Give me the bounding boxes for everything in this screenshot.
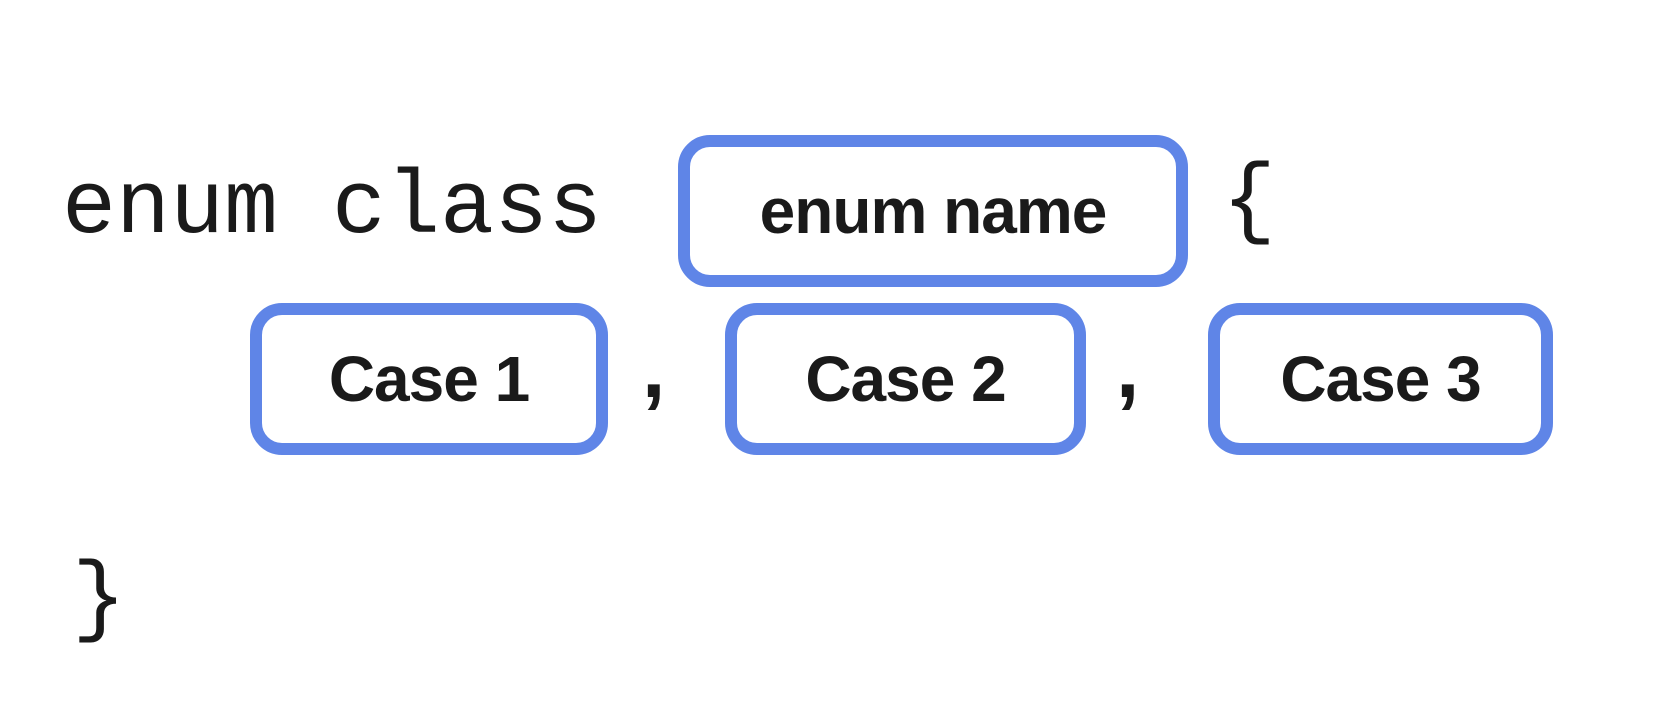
open-brace: {: [1222, 152, 1277, 254]
enum-name-box: enum name: [678, 135, 1188, 287]
comma-separator-1: ,: [642, 321, 666, 415]
close-brace: }: [72, 550, 127, 652]
enum-class-keyword: enum class: [62, 158, 603, 260]
comma-separator-2: ,: [1116, 321, 1140, 415]
enum-name-label: enum name: [759, 175, 1108, 247]
case-1-label: Case 1: [328, 343, 530, 415]
case-2-box: Case 2: [725, 303, 1086, 455]
case-2-label: Case 2: [805, 343, 1006, 415]
case-3-label: Case 3: [1280, 343, 1481, 415]
case-3-box: Case 3: [1208, 303, 1553, 455]
case-1-box: Case 1: [250, 303, 608, 455]
